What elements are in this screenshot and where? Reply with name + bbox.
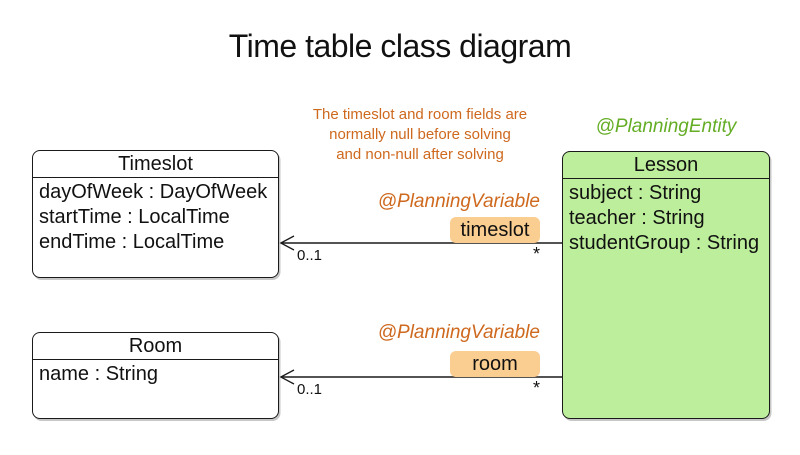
- class-box-timeslot: Timeslot dayOfWeek : DayOfWeek startTime…: [32, 150, 279, 278]
- class-fields-room: name : String: [33, 360, 278, 389]
- note-line: The timeslot and room fields are: [312, 106, 528, 123]
- note-line: and non-null after solving: [336, 146, 504, 163]
- planning-variable-annotation-timeslot: @PlanningVariable: [377, 191, 540, 212]
- multiplicity-room-near: *: [533, 378, 541, 398]
- multiplicity-room-far: 0..1: [297, 381, 323, 398]
- multiplicity-timeslot-far: 0..1: [297, 247, 323, 264]
- class-field: dayOfWeek : DayOfWeek: [39, 181, 268, 203]
- class-field: studentGroup : String: [569, 232, 760, 254]
- class-name-lesson: Lesson: [563, 152, 769, 179]
- association-label-timeslot: timeslot: [450, 217, 540, 243]
- class-field: endTime : LocalTime: [39, 231, 225, 253]
- class-box-room: Room name : String: [32, 332, 279, 419]
- class-name-room: Room: [33, 333, 278, 360]
- planning-variable-annotation-room: @PlanningVariable: [377, 322, 540, 343]
- open-arrowhead-timeslot: [279, 235, 295, 251]
- class-name-timeslot: Timeslot: [33, 151, 278, 178]
- class-fields-lesson: subject : String teacher : String studen…: [563, 179, 769, 258]
- open-arrowhead-room: [279, 369, 295, 385]
- solver-note: The timeslot and room fields are normall…: [270, 105, 570, 165]
- note-line: normally null before solving: [329, 126, 511, 143]
- class-field: teacher : String: [569, 207, 705, 229]
- class-field: startTime : LocalTime: [39, 206, 230, 228]
- class-field: subject : String: [569, 182, 702, 204]
- class-field: name : String: [39, 363, 158, 385]
- association-label-room: room: [450, 351, 540, 377]
- class-box-lesson: Lesson subject : String teacher : String…: [562, 151, 770, 419]
- multiplicity-timeslot-near: *: [533, 244, 541, 264]
- diagram-title: Time table class diagram: [228, 28, 572, 64]
- planning-entity-annotation: @PlanningEntity: [595, 116, 737, 137]
- class-fields-timeslot: dayOfWeek : DayOfWeek startTime : LocalT…: [33, 178, 278, 257]
